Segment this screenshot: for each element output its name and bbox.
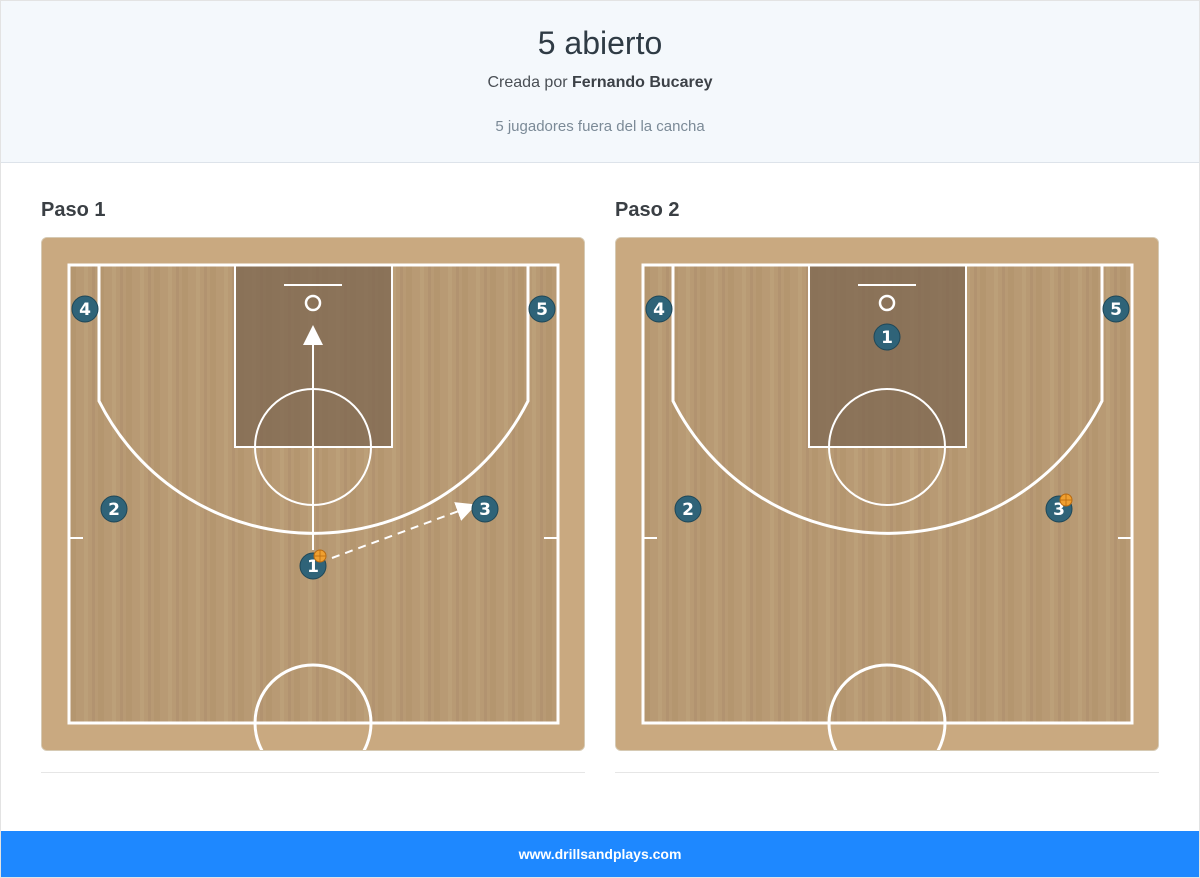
svg-text:3: 3 xyxy=(479,500,491,520)
page-header: 5 abierto Creada por Fernando Bucarey 5 … xyxy=(1,1,1199,163)
step-2: Paso 2 4 xyxy=(615,199,1159,773)
svg-text:1: 1 xyxy=(307,557,319,577)
basketball-icon xyxy=(1059,493,1073,507)
svg-text:4: 4 xyxy=(653,300,665,320)
player-4[interactable]: 4 xyxy=(645,295,673,323)
court-boundary xyxy=(67,263,560,725)
site-footer: www.drillsandplays.com xyxy=(1,831,1199,877)
center-circle xyxy=(253,663,373,750)
step-title: Paso 2 xyxy=(615,199,680,221)
author-line: Creada por Fernando Bucarey xyxy=(1,74,1199,92)
player-5[interactable]: 5 xyxy=(1102,295,1130,323)
svg-text:1: 1 xyxy=(881,328,893,348)
player-5[interactable]: 5 xyxy=(528,295,556,323)
svg-text:5: 5 xyxy=(1110,300,1122,320)
svg-text:4: 4 xyxy=(79,300,91,320)
player-3[interactable]: 3 xyxy=(471,495,499,523)
free-throw-circle xyxy=(828,388,946,506)
pass-arrow xyxy=(331,502,477,559)
player-2[interactable]: 2 xyxy=(100,495,128,523)
step-divider xyxy=(615,772,1159,773)
player-1[interactable]: 1 xyxy=(873,323,901,351)
player-4[interactable]: 4 xyxy=(71,295,99,323)
three-point-line xyxy=(671,265,1104,535)
basketball-icon xyxy=(313,549,327,563)
step-divider xyxy=(41,772,585,773)
author-name: Fernando Bucarey xyxy=(572,74,713,91)
footer-link[interactable]: www.drillsandplays.com xyxy=(518,846,682,862)
court-boundary xyxy=(641,263,1134,725)
paint-area xyxy=(808,264,967,448)
play-title: 5 abierto xyxy=(537,25,663,61)
svg-text:5: 5 xyxy=(536,300,548,320)
hoop xyxy=(878,294,896,312)
svg-text:2: 2 xyxy=(682,500,694,520)
play-description: 5 jugadores fuera del la cancha xyxy=(495,118,705,135)
court-diagram: 4 5 2 3 1 xyxy=(41,237,585,751)
svg-text:3: 3 xyxy=(1053,500,1065,520)
hoop xyxy=(304,294,322,312)
court-svg: 4 5 2 3 1 xyxy=(42,238,584,750)
center-circle xyxy=(827,663,947,750)
step-title: Paso 1 xyxy=(41,199,106,221)
court-diagram: 4 5 1 2 3 xyxy=(615,237,1159,751)
player-2[interactable]: 2 xyxy=(674,495,702,523)
author-prefix: Creada por xyxy=(487,74,568,91)
svg-text:2: 2 xyxy=(108,500,120,520)
court-svg: 4 5 1 2 3 xyxy=(616,238,1158,750)
step-1: Paso 1 xyxy=(41,199,585,773)
